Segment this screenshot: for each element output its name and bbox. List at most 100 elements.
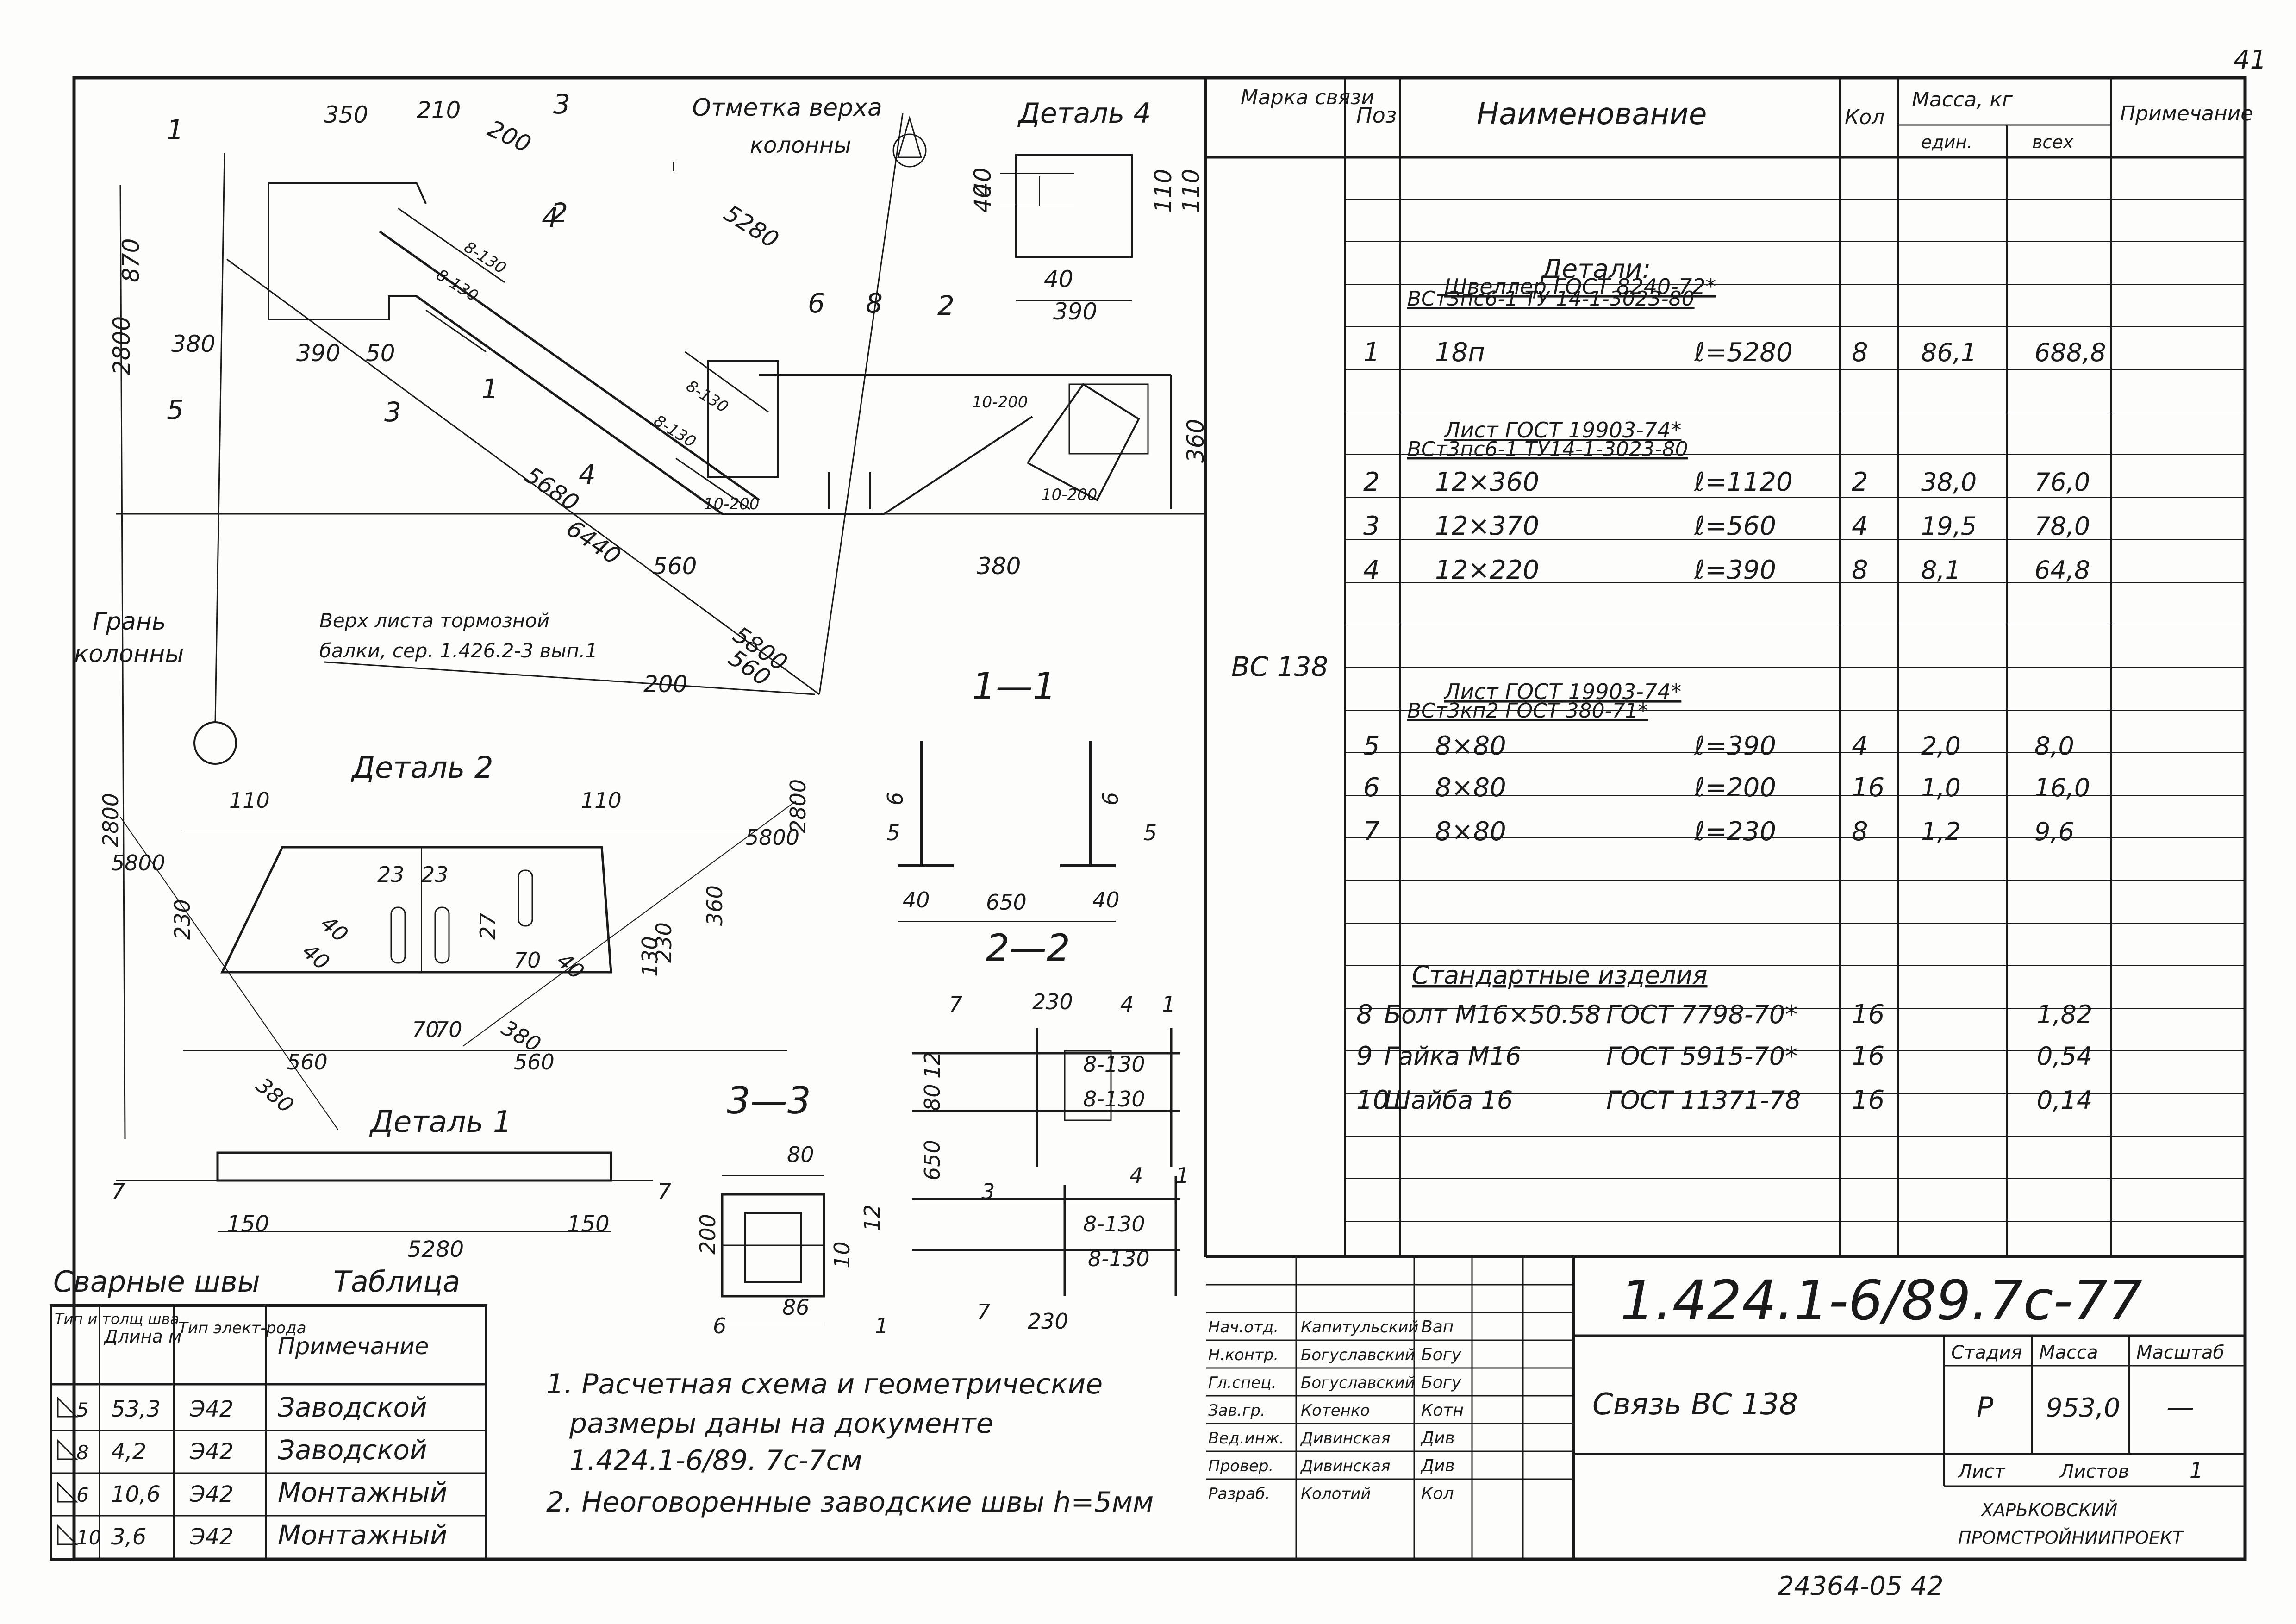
detail2-dim: 380 [251,1073,299,1118]
wt-electrode: Э42 [189,1439,234,1465]
spec-group-header: Лист ГОСТ 19903-74* [1443,418,1681,443]
spec-name: Гайка М16 [1384,1042,1521,1071]
spec-qty: 16 [1852,1085,1884,1115]
section22-dim: 1 [1162,992,1175,1017]
detail-2 [120,800,797,1130]
main-dim: 6440 [562,515,625,570]
weld-callout: 10-200 [972,393,1028,412]
note-line-3: 1.424.1-6/89. 7с-7см [569,1444,862,1477]
tb-role: Гл.спец. [1208,1374,1276,1392]
tb-name: Богуславский [1301,1346,1415,1364]
section11-dim: 40 [903,887,930,912]
hdr-mark: Марка связи [1241,86,1374,109]
detail2-dim: 70 [412,1017,439,1042]
detail4-dim: 40 [969,183,996,213]
tb-signature: Див [1420,1456,1455,1475]
wt-electrode: Э42 [189,1524,234,1550]
spec-group-header: ВСт3пс6-1 ТУ14-1-3023-80 [1407,437,1688,461]
section11-dim: 650 [986,890,1027,915]
detail1-dim: 7 [111,1179,125,1205]
tb-signature: Богу [1421,1373,1462,1392]
detail2-dim: 110 [581,788,622,813]
spec-name: 8×80 [1435,731,1506,761]
detail2-dim: 230 [651,922,676,963]
spec-pos: 8 [1356,999,1373,1030]
main-dim: 350 [324,101,368,128]
spec-total-mass: 76,0 [2034,468,2090,497]
spec-standard: ГОСТ 7798-70* [1606,1000,1797,1029]
section33-dim: 200 [695,1214,720,1255]
detail4-dim: 40 [969,167,996,197]
detail-4-title: Деталь 4 [1017,97,1151,130]
note-line-2: размеры даны на документе [569,1407,993,1440]
spec-pos: 9 [1356,1041,1373,1071]
section-2-2 [912,1028,1180,1296]
spec-length: ℓ=200 [1694,773,1776,803]
sheet-label: Лист [1957,1461,2006,1482]
sheet-number: 41 [2234,45,2266,75]
spec-name: Шайба 16 [1384,1086,1513,1115]
section33-dim: 6 [713,1313,726,1338]
document-code: 1.424.1-6/89.7с-77 [1620,1268,2142,1332]
section22-dim: 4 [1129,1163,1143,1188]
hdr-pos: Поз [1356,103,1397,128]
hdr-note: Примечание [2120,102,2253,125]
detail2-dim: 360 [702,885,727,926]
wt-type: 10 [76,1526,101,1549]
detail2-dim: 2800 [786,779,811,833]
detail-4 [1000,154,1133,301]
detail2-dim: 5800 [745,825,799,850]
detail4-dim: 40 [1044,266,1073,293]
spec-total-mass: 8,0 [2034,731,2074,761]
section33-dim: 80 [787,1142,814,1167]
spec-qty: 16 [1852,999,1884,1030]
section22-dim: 3 [981,1179,995,1204]
main-dim: 2800 [108,316,135,375]
detail2-dim: 110 [229,788,270,813]
wt-note: Заводской [278,1434,427,1466]
section11-dim: 6 [883,792,908,806]
tb-role: Н.контр. [1208,1346,1279,1364]
wt-note: Монтажный [278,1519,447,1551]
main-dim: 200 [484,115,535,158]
section-1-1 [898,741,1116,922]
label-column-face: Грань [93,608,166,636]
main-position: 1 [481,373,499,405]
main-dim: 210 [417,97,461,124]
main-position: 4 [542,202,559,233]
main-dim: 360 [1182,419,1209,463]
section33-dim: 10 [830,1241,855,1268]
spec-total-mass: 9,6 [2034,817,2074,846]
mass-value: 953,0 [2046,1393,2120,1423]
spec-qty: 4 [1852,511,1868,541]
label-beam-top: Верх листа тормозной [319,609,549,632]
wt-note: Заводской [278,1392,427,1423]
main-position: 6 [808,287,825,319]
section22-dim: 8-130 [1088,1246,1150,1271]
sheet-frame [72,76,2247,1561]
sheets-value: 1 [2190,1458,2203,1483]
wt-type: 8 [76,1441,89,1464]
spec-total-mass: 16,0 [2034,773,2090,802]
spec-unit-mass: 8,1 [1921,556,1961,585]
detail2-dim: 40 [298,938,335,975]
wt-h-note: Примечание [278,1333,429,1360]
spec-name: 8×80 [1435,773,1506,803]
spec-pos: 2 [1363,467,1380,497]
wt-h-electrode: Тип элект-рода [178,1319,306,1337]
spec-length: ℓ=5280 [1694,337,1793,368]
hdr-total: всех [2032,132,2074,152]
tb-signature: Котн [1421,1401,1464,1420]
wt-length: 53,3 [111,1396,161,1422]
tb-role: Вед.инж. [1208,1429,1284,1448]
spec-standard: ГОСТ 11371-78 [1606,1086,1801,1115]
spec-length: ℓ=560 [1694,511,1776,541]
section22-dim: 8-130 [1083,1052,1145,1077]
section22-dim: 7 [949,992,962,1017]
spec-total-mass: 0,14 [2037,1086,2092,1115]
section-3-3-title: 3—3 [727,1079,811,1122]
spec-pos: 1 [1363,337,1380,368]
detail2-dim: 27 [475,912,500,940]
weld-callout: 8-130 [433,266,481,306]
label-column-face-2: колонны [74,640,184,668]
